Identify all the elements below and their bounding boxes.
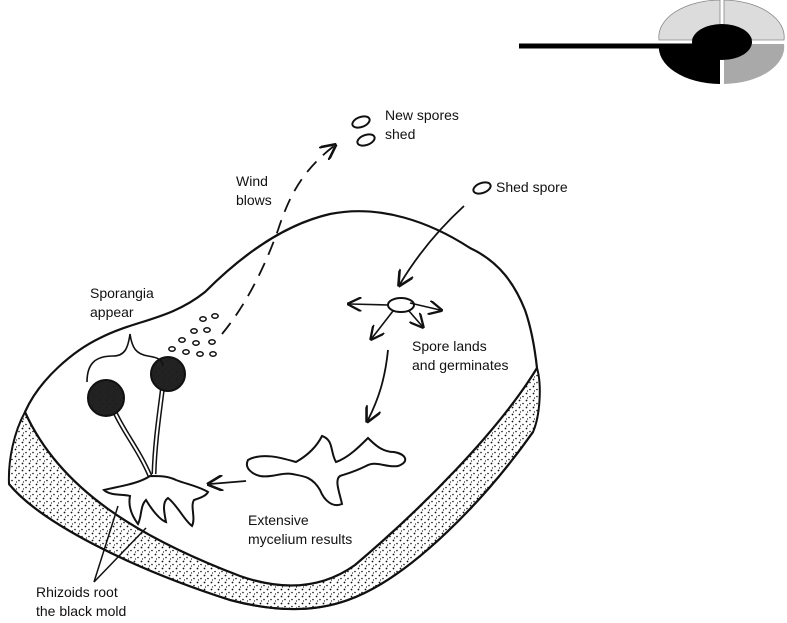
label-sporangia-line2: appear bbox=[90, 303, 154, 322]
spore-new-1 bbox=[351, 114, 371, 130]
label-wind-line2: blows bbox=[236, 191, 272, 210]
logo-icon bbox=[519, 0, 784, 84]
label-spore-lands-line2: and germinates bbox=[412, 356, 509, 375]
label-mycelium-line2: mycelium results bbox=[248, 530, 352, 549]
label-rhizoids-root: Rhizoids root the black mold bbox=[36, 583, 126, 621]
label-spore-lands: Spore lands and germinates bbox=[412, 337, 509, 375]
spore-new-2 bbox=[356, 132, 376, 148]
sporangium-left-texture bbox=[88, 380, 124, 416]
label-rhizoids-line2: the black mold bbox=[36, 602, 126, 621]
label-mycelium-line1: Extensive bbox=[248, 511, 352, 530]
label-wind-blows: Wind blows bbox=[236, 172, 272, 210]
label-spore-lands-line1: Spore lands bbox=[412, 337, 509, 356]
label-new-spores-line2: shed bbox=[385, 125, 459, 144]
label-rhizoids-line1: Rhizoids root bbox=[36, 583, 126, 602]
label-sporangia-line1: Sporangia bbox=[90, 284, 154, 303]
logo-center bbox=[692, 24, 752, 60]
label-sporangia-appear: Sporangia appear bbox=[90, 284, 154, 322]
label-mycelium-results: Extensive mycelium results bbox=[248, 511, 352, 549]
sporangium-right-texture bbox=[151, 357, 185, 391]
label-new-spores-line1: New spores bbox=[385, 106, 459, 125]
label-shed-spore: Shed spore bbox=[496, 178, 568, 197]
label-wind-line1: Wind bbox=[236, 172, 272, 191]
label-new-spores: New spores shed bbox=[385, 106, 459, 144]
label-shed-spore-line1: Shed spore bbox=[496, 178, 568, 197]
spore-shed bbox=[472, 180, 492, 196]
